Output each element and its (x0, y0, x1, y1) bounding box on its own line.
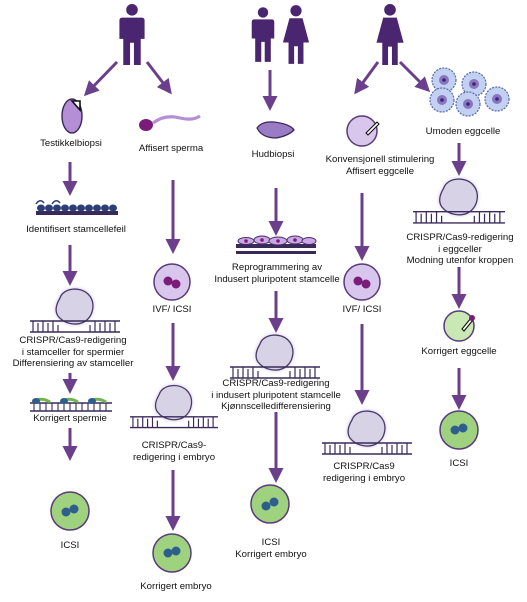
testis-biopsy-icon (61, 98, 83, 134)
cas9-dna-icon-egg (413, 179, 505, 223)
corrected-egg-icon (443, 310, 475, 342)
label-testikkelbiopsi: Testikkelbiopsi (40, 138, 102, 149)
label-crispr-stamceller: CRISPR/Cas9-redigering i stamceller for … (12, 335, 134, 369)
skin-biopsy-icon (256, 121, 295, 139)
man-icon (119, 4, 145, 66)
label-korrigert-eggcelle: Korrigert eggcelle (421, 346, 497, 357)
label-reprogrammering: Reprogrammering av Indusert pluripotent … (214, 262, 340, 285)
label-korrigert-embryo: Korrigert embryo (140, 581, 212, 592)
label-ivf-icsi-col2: IVF/ ICSI (152, 304, 192, 315)
label-stamcellefeil: Identifisert stamcellefeil (26, 224, 126, 235)
cas9-dna-icon-embryo (130, 386, 218, 428)
affected-sperm-icon (139, 114, 201, 131)
woman-icon (376, 4, 404, 66)
arrow-woman-to-konvensjonell (354, 61, 380, 95)
umoden-icsi-cell-icon (439, 410, 479, 450)
corrected-embryo-icon (152, 533, 192, 573)
label-crispr-eggceller: CRISPR/Cas9-redigering i eggceller Modni… (406, 232, 514, 266)
flow-arrows (62, 60, 467, 531)
label-hudbiopsi: Hudbiopsi (251, 149, 295, 160)
label-korrigert-spermie: Korrigert spermie (33, 413, 107, 424)
label-icsi-col1: ICSI (60, 540, 80, 551)
label-crispr-embryo: CRISPR/Cas9- redigering i embryo (132, 440, 216, 463)
arrow-man-to-sperma (145, 61, 172, 95)
label-ivf-icsi-col4: IVF/ ICSI (342, 304, 382, 315)
label-crispr-embryo-col4: CRISPR/Cas9 redigering i embryo (322, 461, 406, 484)
immature-egg-cluster-icon (429, 67, 510, 117)
cas9-dna-icon-stemcell (30, 289, 120, 332)
couple-man-icon (251, 7, 275, 62)
affected-egg-icon (346, 115, 380, 147)
label-affisert-sperma: Affisert sperma (138, 143, 204, 154)
label-umoden-eggcelle: Umoden eggcelle (425, 126, 501, 137)
corrected-sperm-icon (30, 397, 112, 412)
label-icsi-col5: ICSI (449, 458, 469, 469)
cas9-dna-icon-egg-embryo (322, 411, 412, 454)
ipsc-icsi-cell-icon (250, 484, 290, 524)
label-icsi-korrigert-embryo: ICSI Korrigert embryo (235, 537, 307, 560)
ivf-cell-icon (153, 263, 191, 301)
ivf-cell-icon-egg (343, 263, 381, 301)
arrow-woman-to-umoden (398, 60, 431, 93)
ipsc-reprogramming-icon (236, 235, 317, 254)
cas9-dna-icon-ipsc (230, 335, 320, 378)
label-konvensjonell: Konvensjonell stimulering Affisert eggce… (325, 154, 435, 177)
label-crispr-ipsc: CRISPR/Cas9-redigering i indusert plurip… (211, 378, 341, 412)
couple-woman-icon (282, 5, 310, 64)
stem-cell-layer-icon (35, 200, 118, 215)
icsi-green-cell-icon (50, 491, 90, 531)
arrow-man-to-testikkel (83, 60, 119, 97)
